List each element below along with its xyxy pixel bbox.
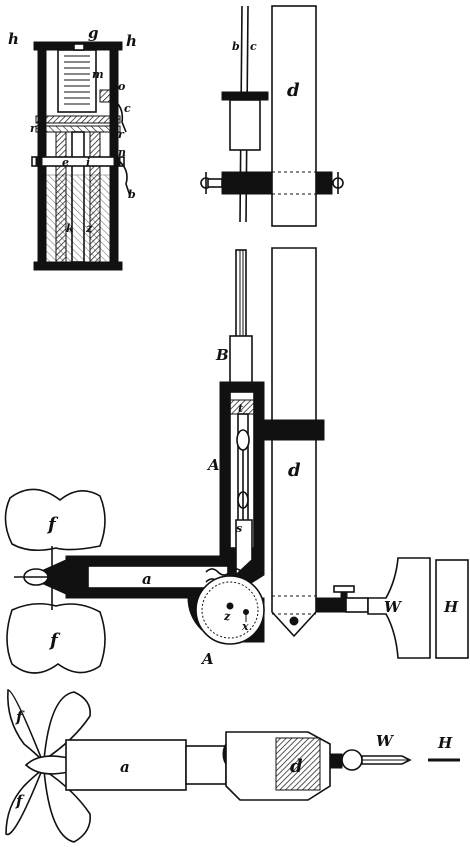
wire-b bbox=[117, 159, 131, 197]
post-d-top bbox=[271, 5, 317, 227]
label-h-left: h bbox=[8, 30, 19, 48]
label-n: n bbox=[118, 146, 126, 159]
label-H-main: H bbox=[443, 598, 459, 616]
label-i: i bbox=[86, 156, 90, 169]
body-block bbox=[229, 99, 261, 151]
housing-cap bbox=[219, 381, 265, 393]
post-d-plan bbox=[275, 737, 321, 791]
label-a-main: a bbox=[142, 570, 152, 588]
bracket-W bbox=[367, 557, 431, 659]
label-W-plan: W bbox=[376, 732, 395, 750]
label-b: b bbox=[128, 188, 136, 201]
label-r-right: r bbox=[118, 128, 125, 141]
left-wall bbox=[37, 49, 47, 263]
bottom-cap bbox=[33, 261, 123, 271]
label-k: k bbox=[66, 222, 74, 235]
vane-f-lower bbox=[6, 602, 106, 674]
label-x: x bbox=[241, 620, 249, 633]
plan-view-figure: f f a d W H bbox=[5, 689, 460, 843]
label-B: B bbox=[215, 346, 229, 364]
label-r-left: r bbox=[30, 122, 37, 135]
main-section-figure: B t A d f f a s z x A W H bbox=[4, 247, 469, 674]
label-o: o bbox=[118, 80, 125, 93]
label-A-lower: A bbox=[200, 650, 214, 668]
plate-r bbox=[35, 115, 121, 124]
label-z-main: z bbox=[223, 610, 231, 623]
gear-axle-z bbox=[226, 602, 234, 610]
coil-housing bbox=[57, 49, 97, 113]
top-screw-g bbox=[73, 43, 85, 51]
vane-f-upper bbox=[4, 488, 106, 552]
label-h-right: h bbox=[126, 32, 137, 50]
side-view-figure: b c d bbox=[200, 5, 344, 227]
label-e: e bbox=[62, 156, 69, 169]
label-c-top: c bbox=[250, 40, 257, 53]
right-wall bbox=[109, 49, 119, 263]
upper-plate bbox=[221, 91, 269, 101]
thumb-screw-head bbox=[333, 585, 355, 593]
collar-e-i bbox=[31, 156, 125, 167]
plate-r-lower bbox=[35, 125, 121, 133]
label-f-plan-lower: f bbox=[15, 792, 25, 810]
label-t: t bbox=[238, 402, 243, 415]
terminal-o bbox=[99, 89, 115, 103]
gear-wheel bbox=[195, 575, 265, 645]
clamp-bar-right bbox=[315, 171, 333, 195]
vane-f-plan-ll bbox=[5, 767, 44, 836]
housing-left-wall bbox=[219, 391, 231, 549]
label-c: c bbox=[124, 102, 131, 115]
base-filling bbox=[45, 174, 111, 263]
nose-plan bbox=[24, 755, 69, 775]
cylinder-section-figure: h g h m o c r r n e i b k z bbox=[8, 24, 137, 271]
vane-f-plan-lr bbox=[43, 768, 91, 843]
label-f-plan-upper: f bbox=[15, 708, 25, 726]
pin-hole bbox=[289, 616, 299, 626]
vane-f-plan-ul bbox=[7, 689, 43, 761]
label-m: m bbox=[92, 68, 104, 81]
housing-right-wall bbox=[253, 391, 265, 549]
label-z: z bbox=[85, 222, 93, 235]
label-g: g bbox=[88, 24, 99, 42]
worm-screw bbox=[205, 568, 243, 576]
label-s: s bbox=[236, 522, 242, 535]
post-d-main bbox=[271, 247, 317, 638]
coil-m bbox=[64, 55, 90, 105]
tube-sleeve bbox=[229, 335, 253, 385]
label-b-top: b bbox=[232, 40, 240, 53]
label-H-plan: H bbox=[437, 734, 453, 752]
vane-f-plan-ur bbox=[43, 691, 91, 762]
label-d-main: d bbox=[288, 460, 301, 481]
clamp-bar bbox=[221, 171, 273, 195]
label-W-main: W bbox=[384, 598, 403, 616]
knob-plan bbox=[341, 749, 363, 771]
tube-a-top bbox=[65, 555, 227, 567]
wall-H bbox=[435, 559, 469, 659]
label-A-upper: A bbox=[206, 456, 220, 474]
label-d-top: d bbox=[287, 80, 300, 101]
label-a-plan: a bbox=[120, 758, 130, 776]
clamp-collar bbox=[263, 419, 325, 441]
wire-c bbox=[113, 99, 127, 133]
label-d-plan: d bbox=[290, 756, 303, 777]
